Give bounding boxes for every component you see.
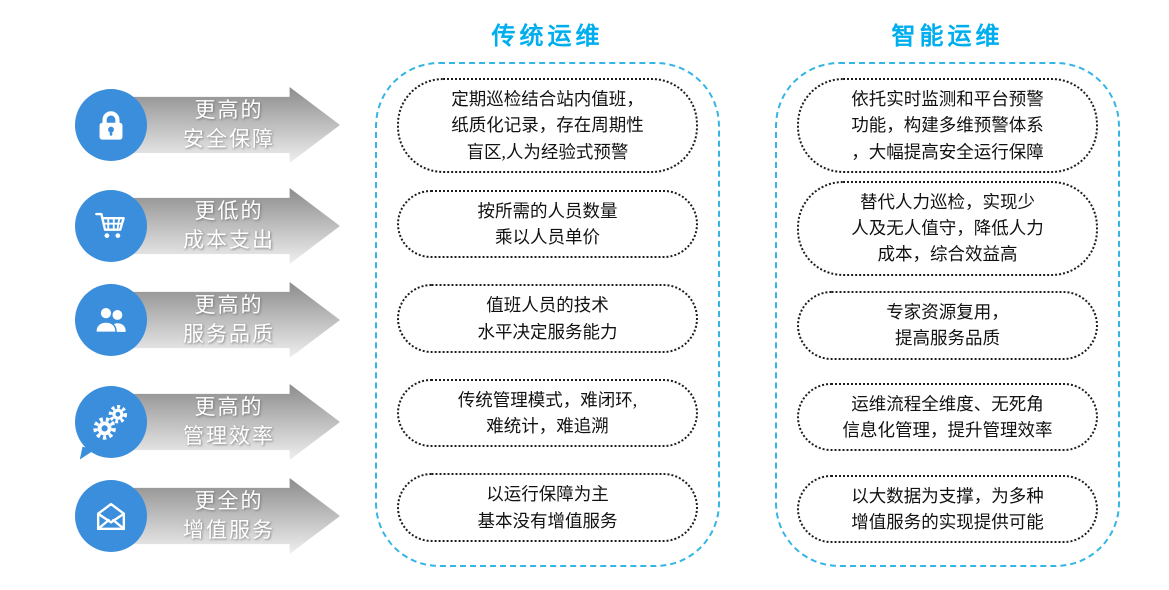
gears-icon: [75, 386, 147, 463]
arrow-banner: [130, 188, 340, 264]
feature-row-cost: 更低的 成本支出: [75, 186, 340, 266]
feature-row-efficiency: 更高的 管理效率: [75, 382, 340, 463]
list-item: 值班人员的技术 水平决定服务能力: [397, 275, 698, 362]
intelligent-item-cost: 替代人力巡检，实现少 人及无人值守，降低人力 成本，综合效益高: [797, 180, 1098, 276]
traditional-panel: 定期巡检结合站内值班， 纸质化记录，存在周期性 盲区,人为经验式预警 按所需的人…: [375, 62, 720, 567]
traditional-item-cost: 按所需的人员数量 乘以人员单价: [397, 189, 698, 259]
speech-bubble-tail: [79, 446, 96, 463]
feature-row-value: 更全的 增值服务: [75, 476, 340, 556]
intelligent-item-value: 以大数据为支撑，为多种 增值服务的实现提供可能: [797, 474, 1098, 544]
arrow-banner: [130, 282, 340, 358]
feature-label-efficiency: 更高的 管理效率: [183, 394, 275, 448]
intelligent-item-security: 依托实时监测和平台预警 功能，构建多维预警体系 ，大幅提高安全运行保障: [797, 78, 1098, 173]
traditional-column-title: 传统运维: [491, 24, 604, 50]
feature-label-value: 更全的 增值服务: [183, 488, 275, 542]
intelligent-column-title: 智能运维: [891, 24, 1004, 50]
arrow-banner: [130, 384, 340, 460]
envelope-icon: [75, 480, 147, 552]
list-item: 传统管理模式，难闭环, 难统计，难追溯: [397, 370, 698, 457]
arrow-banner: [130, 478, 340, 554]
lock-icon: [75, 89, 147, 161]
list-item: 专家资源复用， 提高服务品质: [797, 284, 1098, 368]
feature-label-cost: 更低的 成本支出: [183, 198, 275, 252]
people-icon: [75, 284, 147, 356]
feature-row-quality: 更高的 服务品质: [75, 280, 340, 360]
list-item: 以大数据为支撑，为多种 增值服务的实现提供可能: [797, 467, 1098, 551]
list-item: 替代人力巡检，实现少 人及无人值守，降低人力 成本，综合效益高: [797, 180, 1098, 276]
feature-label-security: 更高的 安全保障: [183, 97, 275, 151]
feature-row-security: 更高的 安全保障: [75, 85, 340, 165]
traditional-item-security: 定期巡检结合站内值班， 纸质化记录，存在周期性 盲区,人为经验式预警: [397, 78, 698, 173]
traditional-item-value: 以运行保障为主 基本没有增值服务: [397, 473, 698, 542]
list-item: 依托实时监测和平台预警 功能，构建多维预警体系 ，大幅提高安全运行保障: [797, 78, 1098, 173]
traditional-item-quality: 值班人员的技术 水平决定服务能力: [397, 284, 698, 353]
cart-icon: [75, 190, 147, 262]
intelligent-item-quality: 专家资源复用， 提高服务品质: [797, 291, 1098, 360]
list-item: 以运行保障为主 基本没有增值服务: [397, 464, 698, 551]
traditional-item-efficiency: 传统管理模式，难闭环, 难统计，难追溯: [397, 378, 698, 448]
arrow-banner: [130, 87, 340, 163]
intelligent-item-efficiency: 运维流程全维度、无死角 信息化管理，提升管理效率: [797, 382, 1098, 452]
feature-label-quality: 更高的 服务品质: [183, 292, 275, 346]
intelligent-panel: 依托实时监测和平台预警 功能，构建多维预警体系 ，大幅提高安全运行保障 替代人力…: [775, 62, 1120, 567]
list-item: 定期巡检结合站内值班， 纸质化记录，存在周期性 盲区,人为经验式预警: [397, 78, 698, 173]
list-item: 运维流程全维度、无死角 信息化管理，提升管理效率: [797, 375, 1098, 459]
list-item: 按所需的人员数量 乘以人员单价: [397, 181, 698, 268]
